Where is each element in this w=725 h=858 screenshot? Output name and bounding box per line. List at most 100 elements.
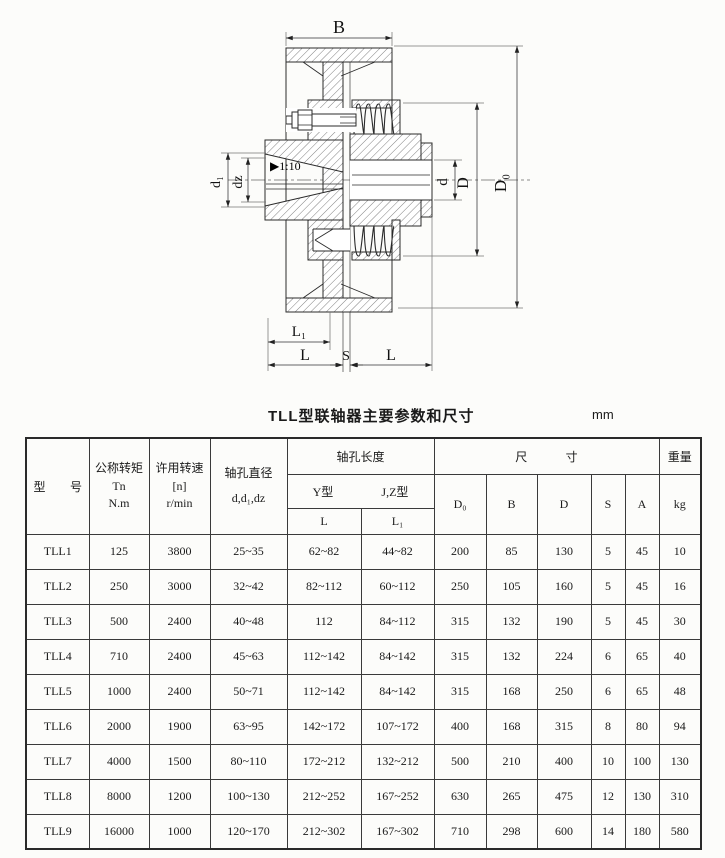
cell-D0: 315 — [433, 603, 487, 640]
cell-B: 210 — [485, 743, 538, 780]
cell-L1: 44~82 — [360, 533, 435, 570]
cell-speed: 3800 — [148, 533, 211, 570]
cell-S: 6 — [590, 673, 626, 710]
dim-label-L-left: L — [300, 347, 310, 364]
cell-bore-dia: 25~35 — [209, 533, 288, 570]
dim-label-B: B — [333, 17, 345, 37]
cell-weight: 48 — [658, 673, 702, 710]
col-header-model: 型 号 — [25, 437, 90, 535]
cell-L1: 60~112 — [360, 568, 435, 605]
cell-L1: 107~172 — [360, 708, 435, 745]
dim-label-S: S — [342, 349, 350, 364]
cell-L: 212~302 — [286, 813, 362, 850]
cell-weight: 130 — [658, 743, 702, 780]
cell-S: 10 — [590, 743, 626, 780]
col-header-B: B — [485, 473, 538, 535]
cell-bore-dia: 100~130 — [209, 778, 288, 815]
cell-D: 130 — [536, 533, 592, 570]
cell-speed: 1500 — [148, 743, 211, 780]
cell-L: 172~212 — [286, 743, 362, 780]
cell-weight: 10 — [658, 533, 702, 570]
col-header-bore-types: Y型 J,Z型 — [286, 473, 435, 509]
cell-speed: 2400 — [148, 603, 211, 640]
bolt-hole — [312, 228, 350, 252]
header-row-2: Y型 J,Z型 D₀ B D S A kg — [26, 473, 702, 535]
cell-D0: 500 — [433, 743, 487, 780]
cell-model: TLL6 — [25, 708, 90, 745]
cell-L: 112~142 — [286, 673, 362, 710]
table-title: TLL型联轴器主要参数和尺寸 — [268, 408, 475, 425]
col-header-kg: kg — [658, 473, 702, 535]
cell-D0: 630 — [433, 778, 487, 815]
col-header-speed: 许用转速 [n] r/min — [148, 437, 211, 535]
cell-torque: 4000 — [88, 743, 150, 780]
cell-model: TLL3 — [25, 603, 90, 640]
cell-L1: 167~302 — [360, 813, 435, 850]
cell-S: 5 — [590, 533, 626, 570]
cell-weight: 580 — [658, 813, 702, 850]
spec-table: 型 号 公称转矩 Tn N.m 许用转速 [n] r/min 轴孔直径 d,d₁… — [25, 437, 702, 850]
cell-weight: 40 — [658, 638, 702, 675]
cell-weight: 16 — [658, 568, 702, 605]
cell-torque: 250 — [88, 568, 150, 605]
dim-label-L-right: L — [386, 347, 396, 364]
col-header-L: L — [286, 507, 362, 535]
cell-B: 168 — [485, 708, 538, 745]
cell-model: TLL1 — [25, 533, 90, 570]
right-hub — [349, 99, 433, 261]
cell-torque: 1000 — [88, 673, 150, 710]
cell-L1: 84~112 — [360, 603, 435, 640]
cell-torque: 2000 — [88, 708, 150, 745]
cell-A: 130 — [624, 778, 660, 815]
dim-label-d1: d₁ — [209, 176, 224, 188]
col-header-bore-dia: 轴孔直径 d,d₁,dz — [209, 437, 288, 535]
cell-D0: 400 — [433, 708, 487, 745]
cell-model: TLL4 — [25, 638, 90, 675]
col-header-jz-type: J,Z型 — [381, 484, 409, 499]
col-header-y-type: Y型 — [312, 484, 334, 499]
cell-S: 6 — [590, 638, 626, 675]
cell-weight: 94 — [658, 708, 702, 745]
dimension-lines — [221, 32, 523, 371]
dimension-labels: B D₀ D d d₁ dz L₁ L S L — [209, 17, 510, 364]
cell-speed: 3000 — [148, 568, 211, 605]
taper-label: ▶1:10 — [270, 159, 301, 173]
cell-torque: 125 — [88, 533, 150, 570]
cell-A: 80 — [624, 708, 660, 745]
cell-L: 112~142 — [286, 638, 362, 675]
cell-S: 5 — [590, 568, 626, 605]
cell-D0: 250 — [433, 568, 487, 605]
cell-D: 475 — [536, 778, 592, 815]
cell-weight: 310 — [658, 778, 702, 815]
cell-speed: 1000 — [148, 813, 211, 850]
cell-speed: 1200 — [148, 778, 211, 815]
dim-label-d: d — [435, 178, 451, 186]
cell-L: 62~82 — [286, 533, 362, 570]
col-header-S: S — [590, 473, 626, 535]
col-header-D: D — [536, 473, 592, 535]
cell-torque: 500 — [88, 603, 150, 640]
cell-L1: 132~212 — [360, 743, 435, 780]
cell-model: TLL9 — [25, 813, 90, 850]
cell-L: 142~172 — [286, 708, 362, 745]
cell-bore-dia: 32~42 — [209, 568, 288, 605]
col-header-bore-length: 轴孔长度 — [286, 437, 435, 475]
cell-S: 5 — [590, 603, 626, 640]
cell-A: 45 — [624, 533, 660, 570]
dim-label-D: D — [455, 177, 472, 189]
dim-label-D0: D₀ — [491, 174, 510, 192]
cell-D: 224 — [536, 638, 592, 675]
cell-B: 265 — [485, 778, 538, 815]
coupling-drawing: ▶1:10 — [209, 17, 530, 372]
col-header-torque: 公称转矩 Tn N.m — [88, 437, 150, 535]
cell-L1: 167~252 — [360, 778, 435, 815]
cell-torque: 16000 — [88, 813, 150, 850]
cell-weight: 30 — [658, 603, 702, 640]
col-header-A: A — [624, 473, 660, 535]
